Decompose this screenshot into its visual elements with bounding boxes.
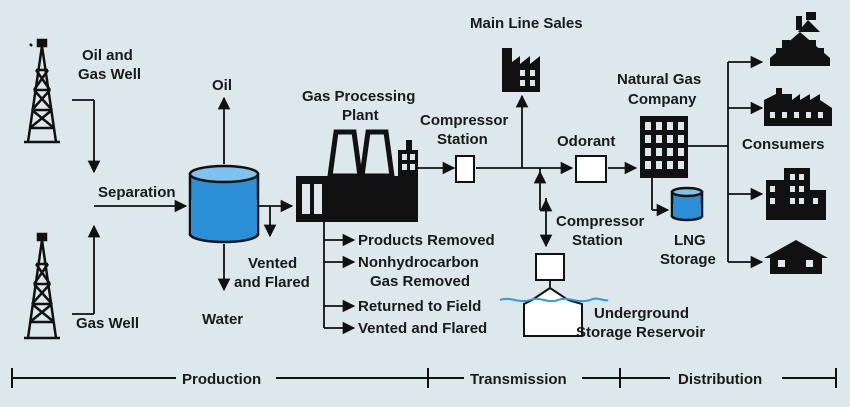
stage-production: Production bbox=[182, 371, 261, 388]
underground-storage-label: Underground bbox=[594, 305, 689, 322]
main-line-sales-label: Main Line Sales bbox=[470, 15, 583, 32]
compressor-station-label: Station bbox=[437, 131, 488, 148]
underground-storage-label: Storage Reservoir bbox=[576, 324, 705, 341]
lng-storage-label: LNG bbox=[674, 232, 706, 249]
vented-flared-label: Vented bbox=[248, 255, 297, 272]
nonhydrocarbon-label: Gas Removed bbox=[370, 273, 470, 290]
stage-timeline bbox=[11, 368, 837, 388]
oil-gas-well-label: Gas Well bbox=[78, 66, 141, 83]
returned-to-field-label: Returned to Field bbox=[358, 298, 481, 315]
odorant-label: Odorant bbox=[557, 133, 615, 150]
processing-plant-icon bbox=[296, 129, 418, 222]
oil-label: Oil bbox=[212, 77, 232, 94]
compressor-station-label: Station bbox=[572, 232, 623, 249]
compressor-station-label: Compressor bbox=[420, 112, 509, 129]
lng-storage-label: Storage bbox=[660, 251, 716, 268]
odorant-box bbox=[575, 155, 607, 183]
products-removed-label: Products Removed bbox=[358, 232, 495, 249]
natural-gas-company-label: Natural Gas bbox=[617, 71, 701, 88]
lng-tank-icon bbox=[670, 186, 704, 222]
well-flow-lines bbox=[72, 99, 188, 315]
vented-flared-label: and Flared bbox=[234, 274, 310, 291]
water-label: Water bbox=[202, 311, 243, 328]
separator-tank-icon bbox=[188, 164, 260, 244]
factory-icon bbox=[764, 88, 832, 126]
gas-processing-plant-label: Plant bbox=[342, 107, 379, 124]
distribution-lines bbox=[651, 55, 764, 269]
plant-output-lines bbox=[323, 222, 356, 335]
compressor-station-label: Compressor bbox=[556, 213, 645, 230]
stage-transmission: Transmission bbox=[470, 371, 567, 388]
nonhydrocarbon-label: Nonhydrocarbon bbox=[358, 254, 479, 271]
office-building-icon bbox=[640, 116, 688, 178]
factory-icon bbox=[502, 48, 540, 92]
consumers-label: Consumers bbox=[742, 136, 825, 153]
oil-derrick-icon bbox=[24, 38, 60, 144]
separation-label: Separation bbox=[98, 184, 176, 201]
house-icon bbox=[770, 12, 830, 66]
stage-distribution: Distribution bbox=[678, 371, 762, 388]
vented-and-flared-label: Vented and Flared bbox=[358, 320, 487, 337]
compressor-station-box bbox=[455, 155, 475, 183]
gas-well-label: Gas Well bbox=[76, 315, 139, 332]
apartment-building-icon bbox=[766, 168, 826, 220]
oil-gas-well-label: Oil and bbox=[82, 47, 133, 64]
compressor-station-box bbox=[535, 253, 565, 281]
house-icon bbox=[764, 240, 828, 274]
gas-processing-plant-label: Gas Processing bbox=[302, 88, 415, 105]
oil-derrick-icon bbox=[24, 232, 60, 340]
natural-gas-company-label: Company bbox=[628, 91, 697, 108]
transmission-lines bbox=[418, 94, 638, 290]
separator-outputs bbox=[217, 96, 294, 292]
underground-storage-reservoir bbox=[499, 286, 609, 337]
